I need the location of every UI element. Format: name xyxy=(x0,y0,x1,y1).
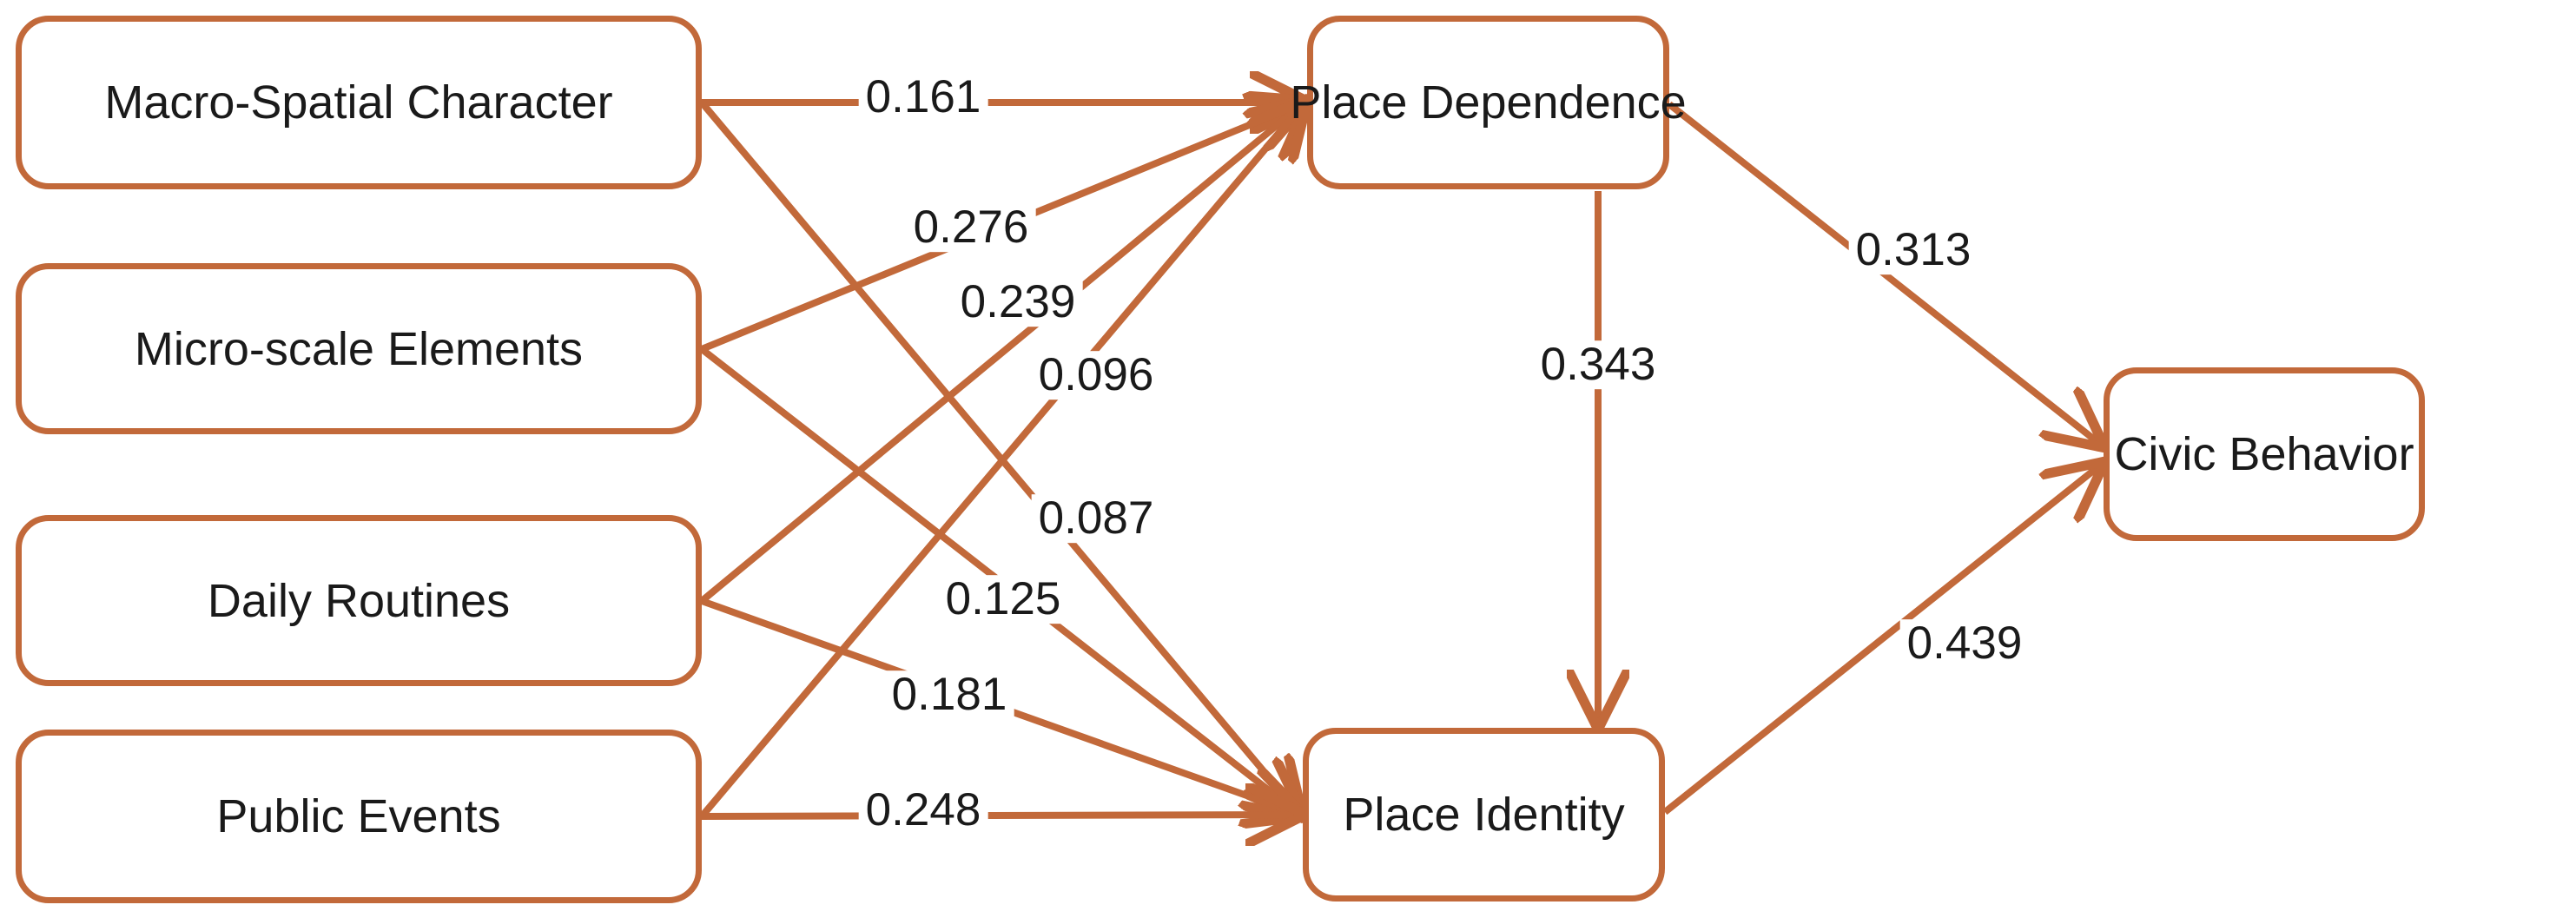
edge-identity-to-civic xyxy=(1662,465,2101,816)
path-coefficient-events-identity: 0.248 xyxy=(858,786,988,835)
path-coefficient-macro-identity: 0.087 xyxy=(1031,494,1161,543)
path-coefficient-micro-dependence: 0.276 xyxy=(906,203,1036,252)
node-label: Place Identity xyxy=(1343,789,1625,841)
edge-dependence-to-civic xyxy=(1667,101,2101,445)
edge-events-to-identity xyxy=(701,815,1300,816)
node-civic-behavior[interactable]: Civic Behavior xyxy=(2104,367,2425,541)
node-daily-routines[interactable]: Daily Routines xyxy=(16,515,702,686)
node-label: Daily Routines xyxy=(207,574,511,627)
node-micro-scale-elements[interactable]: Micro-scale Elements xyxy=(16,263,702,434)
path-coefficient-dependence-civic: 0.313 xyxy=(1848,226,1978,274)
node-label: Place Dependence xyxy=(1290,76,1687,129)
node-label: Public Events xyxy=(216,790,501,842)
node-place-identity[interactable]: Place Identity xyxy=(1303,728,1665,901)
path-coefficient-routines-identity: 0.181 xyxy=(884,670,1014,719)
node-public-events[interactable]: Public Events xyxy=(16,730,702,903)
node-macro-spatial-character[interactable]: Macro-Spatial Character xyxy=(16,16,702,189)
path-coefficient-dependence-identity: 0.343 xyxy=(1533,340,1663,389)
node-label: Macro-Spatial Character xyxy=(104,76,613,129)
path-coefficient-identity-civic: 0.439 xyxy=(1899,619,2030,668)
node-label: Micro-scale Elements xyxy=(134,322,584,375)
path-coefficient-macro-dependence: 0.161 xyxy=(858,73,988,122)
path-coefficient-events-dependence: 0.096 xyxy=(1031,351,1161,400)
edge-macro-to-identity xyxy=(698,100,1300,815)
node-label: Civic Behavior xyxy=(2114,428,2414,480)
path-coefficient-micro-identity: 0.125 xyxy=(938,575,1068,624)
node-place-dependence[interactable]: Place Dependence xyxy=(1290,16,1687,189)
path-coefficient-routines-dependence: 0.239 xyxy=(953,278,1083,327)
edge-routines-to-dependence xyxy=(699,102,1305,604)
